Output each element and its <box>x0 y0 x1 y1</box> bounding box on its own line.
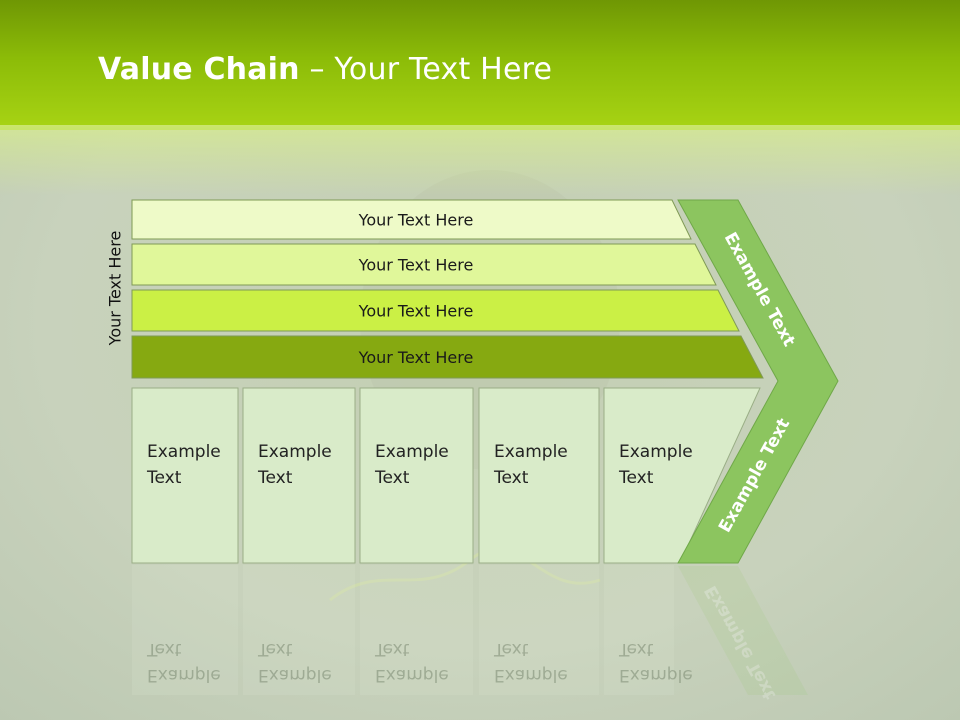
column-line2: Text <box>147 468 182 488</box>
bar-label-1: Your Text Here <box>358 211 474 230</box>
slide-title: Value Chain – Your Text Here <box>98 52 552 87</box>
reflection-line2: Text <box>494 639 529 659</box>
column-reflection-1 <box>132 565 238 695</box>
reflection-line1: Example <box>147 665 221 685</box>
reflection-line2: Text <box>375 639 410 659</box>
column-reflection-2 <box>243 565 355 695</box>
column-box-2 <box>242 387 356 564</box>
column-line2: Text <box>258 468 293 488</box>
column-line1: Example <box>619 442 693 462</box>
column-reflection-3 <box>360 565 473 695</box>
column-text-reflection-3: Example Text <box>375 636 449 688</box>
bar-label-3: Your Text Here <box>358 302 474 321</box>
column-reflection-4 <box>479 565 599 695</box>
header-band <box>0 0 960 130</box>
reflection-line2: Text <box>147 639 182 659</box>
column-box-1 <box>131 387 239 564</box>
column-line2: Text <box>619 468 654 488</box>
column-text-reflection-4: Example Text <box>494 636 568 688</box>
bar-4 <box>131 335 764 379</box>
header-glow <box>0 125 960 195</box>
chevron-shape <box>677 199 839 564</box>
column-reflection-5 <box>604 565 674 695</box>
reflection-line1: Example <box>494 665 568 685</box>
reflection-line2: Text <box>258 639 293 659</box>
column-line1: Example <box>494 442 568 462</box>
columns-layer <box>131 387 761 564</box>
column-text-reflection-2: Example Text <box>258 636 332 688</box>
column-text-reflection-1: Example Text <box>147 636 221 688</box>
bar-label-2: Your Text Here <box>358 256 474 275</box>
bar-label-4: Your Text Here <box>358 348 474 367</box>
reflection-group: Example Text <box>132 565 808 703</box>
column-line1: Example <box>375 442 449 462</box>
title-bold: Value Chain <box>98 52 300 87</box>
reflection-line1: Example <box>619 665 693 685</box>
reflection-line2: Text <box>619 639 654 659</box>
title-rest: – Your Text Here <box>299 52 553 87</box>
column-box-4 <box>478 387 600 564</box>
reflection-line1: Example <box>258 665 332 685</box>
bar-2 <box>131 243 717 286</box>
bar-1 <box>131 199 692 240</box>
bar-3 <box>131 289 740 332</box>
column-box-3 <box>359 387 474 564</box>
column-line2: Text <box>494 468 529 488</box>
reflection-line1: Example <box>375 665 449 685</box>
column-line1: Example <box>147 442 221 462</box>
column-line2: Text <box>375 468 410 488</box>
column-text-reflection-5: Example Text <box>619 636 693 688</box>
chevron-reflection <box>678 566 808 695</box>
column-line1: Example <box>258 442 332 462</box>
